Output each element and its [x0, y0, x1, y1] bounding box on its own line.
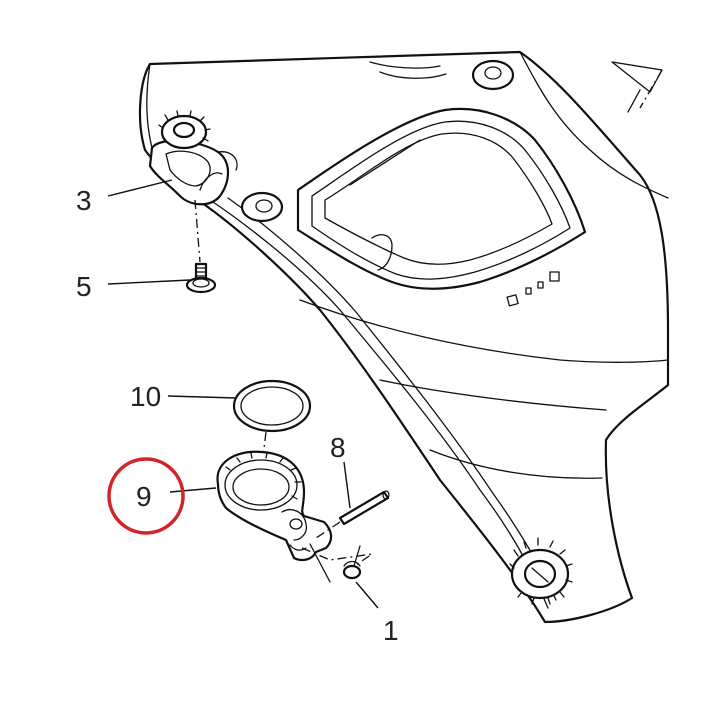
leader-8	[343, 461, 351, 509]
callout-3: 3	[76, 185, 92, 216]
pin	[338, 490, 390, 526]
leader-10	[167, 395, 237, 399]
bracket	[216, 450, 333, 562]
leader-3	[107, 179, 173, 197]
callout-10: 10	[130, 381, 161, 412]
callout-1: 1	[383, 615, 399, 646]
mounting-bosses	[240, 59, 515, 223]
callout-9: 9	[136, 481, 152, 512]
leader-1	[355, 581, 379, 609]
leader-5	[107, 279, 191, 285]
serrated-washer-lower	[509, 537, 573, 605]
callout-5: 5	[76, 271, 92, 302]
torsion-spring	[301, 543, 373, 583]
center-tray	[296, 107, 587, 307]
grommet-clip	[148, 110, 238, 206]
callout-8: 8	[330, 432, 346, 463]
leader-lines	[107, 179, 379, 609]
axis-line-3-5	[194, 199, 201, 263]
highlight-circle	[107, 457, 185, 535]
axis-line-8	[315, 521, 341, 539]
screw	[185, 262, 217, 294]
leader-9	[169, 487, 217, 493]
o-ring	[232, 379, 312, 433]
